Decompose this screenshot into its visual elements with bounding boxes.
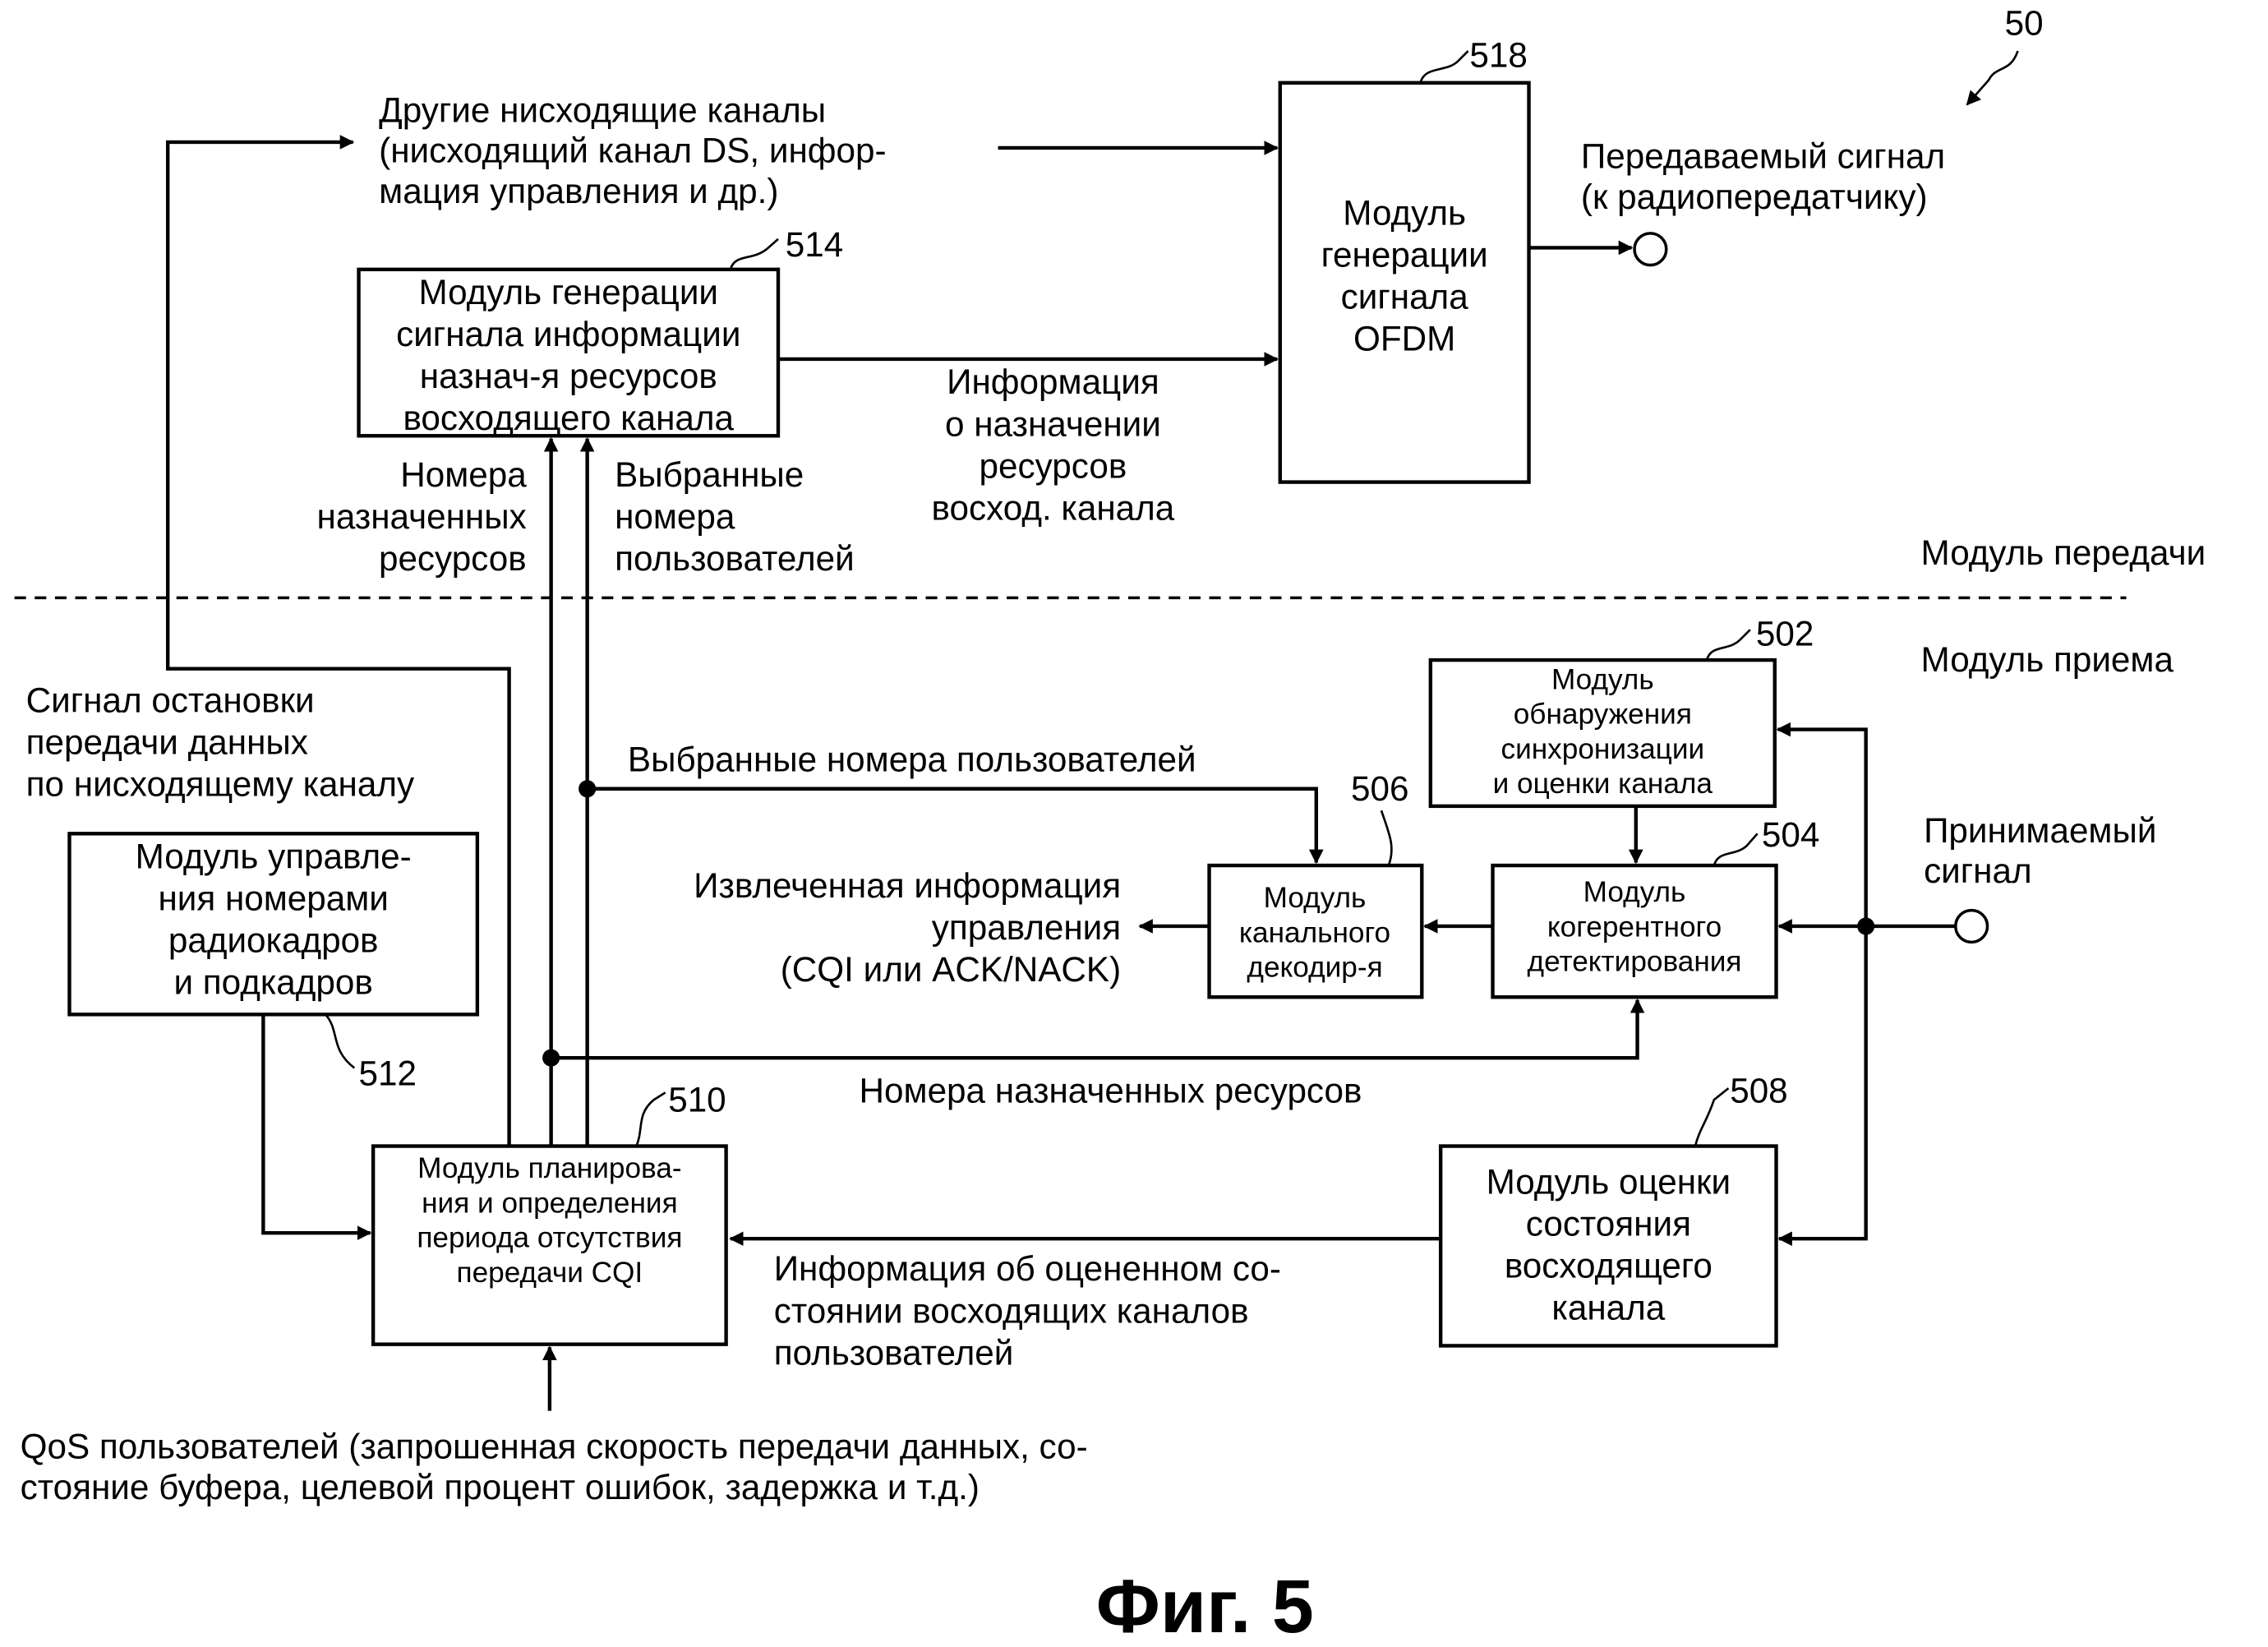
ref-502: 502 (1756, 614, 1814, 653)
junction-selected-users (579, 780, 597, 798)
label-tx-signal: Передаваемый сигнал(к радиопередатчику) (1581, 137, 1945, 216)
label-receive-module: Модуль приема (1921, 640, 2174, 679)
line-selected-users-to-506 (587, 787, 1324, 865)
ref-514: 514 (786, 225, 843, 264)
ref-512: 512 (359, 1054, 417, 1093)
label-transmit-module: Модуль передачи (1921, 533, 2206, 572)
ref-506: 506 (1351, 769, 1408, 808)
svg-text:Модуль планирова-ния и определ: Модуль планирова-ния и определенияпериод… (417, 1152, 682, 1289)
arrow-rx-to-508 (1777, 925, 1868, 1246)
line-alloc-res-to-504 (551, 998, 1645, 1060)
figure-ref-arrow (1966, 50, 2019, 106)
label-selected-users-horizontal: Выбранные номера пользователей (628, 740, 1196, 779)
label-alloc-res-nums-horizontal: Номера назначенных ресурсов (860, 1072, 1362, 1110)
tx-output-terminal (1633, 232, 1668, 267)
ref-510: 510 (668, 1080, 726, 1119)
arrow-rx-to-502 (1776, 722, 1868, 926)
ref-518: 518 (1469, 35, 1527, 74)
label-other-downlink-channels: Другие нисходящие каналы(нисходящий кана… (379, 90, 886, 210)
label-qos: QoS пользователей (запрошенная скорость … (21, 1428, 1088, 1506)
arrow-512-to-510 (261, 1014, 372, 1240)
label-ul-state-info: Информация об оцененном со-стоянии восхо… (774, 1249, 1281, 1372)
line-stop-signal (165, 135, 511, 1146)
figure-ref: 50 (2005, 4, 2044, 43)
figure-caption: Фиг. 5 (1096, 1565, 1314, 1647)
ref-504: 504 (1762, 815, 1819, 854)
ref-508: 508 (1730, 1072, 1787, 1110)
rx-input-terminal (1954, 908, 1989, 944)
